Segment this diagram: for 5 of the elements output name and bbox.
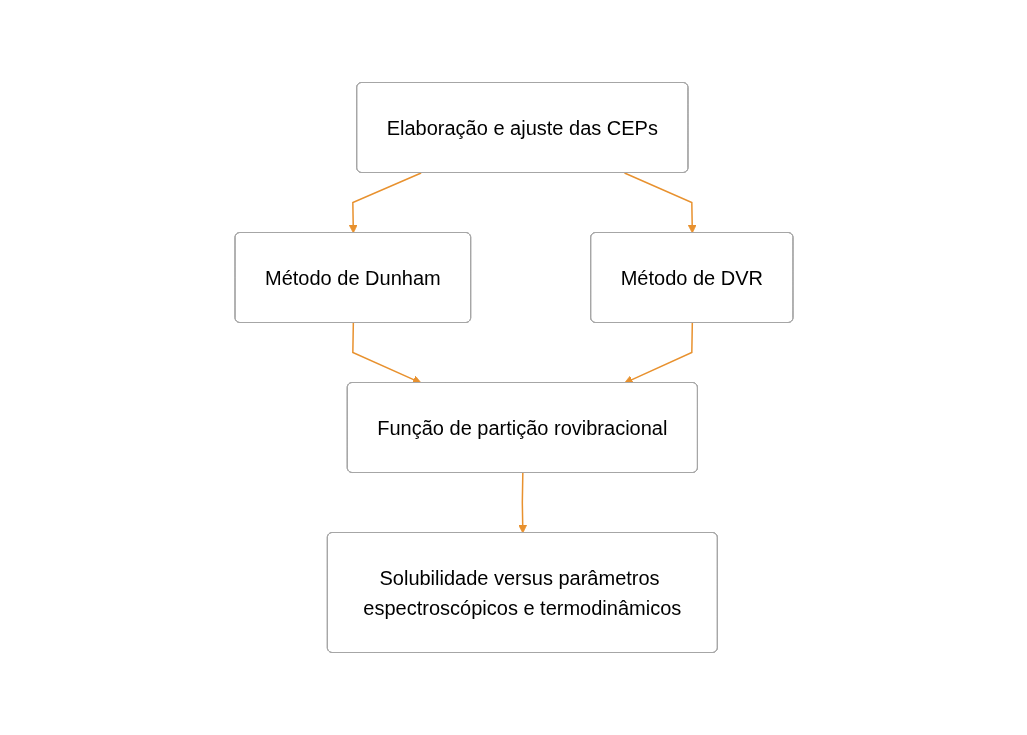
arrow	[623, 322, 693, 384]
arrow	[623, 172, 697, 234]
arrow	[348, 172, 422, 234]
arrow	[351, 322, 422, 384]
arrow	[517, 472, 527, 534]
